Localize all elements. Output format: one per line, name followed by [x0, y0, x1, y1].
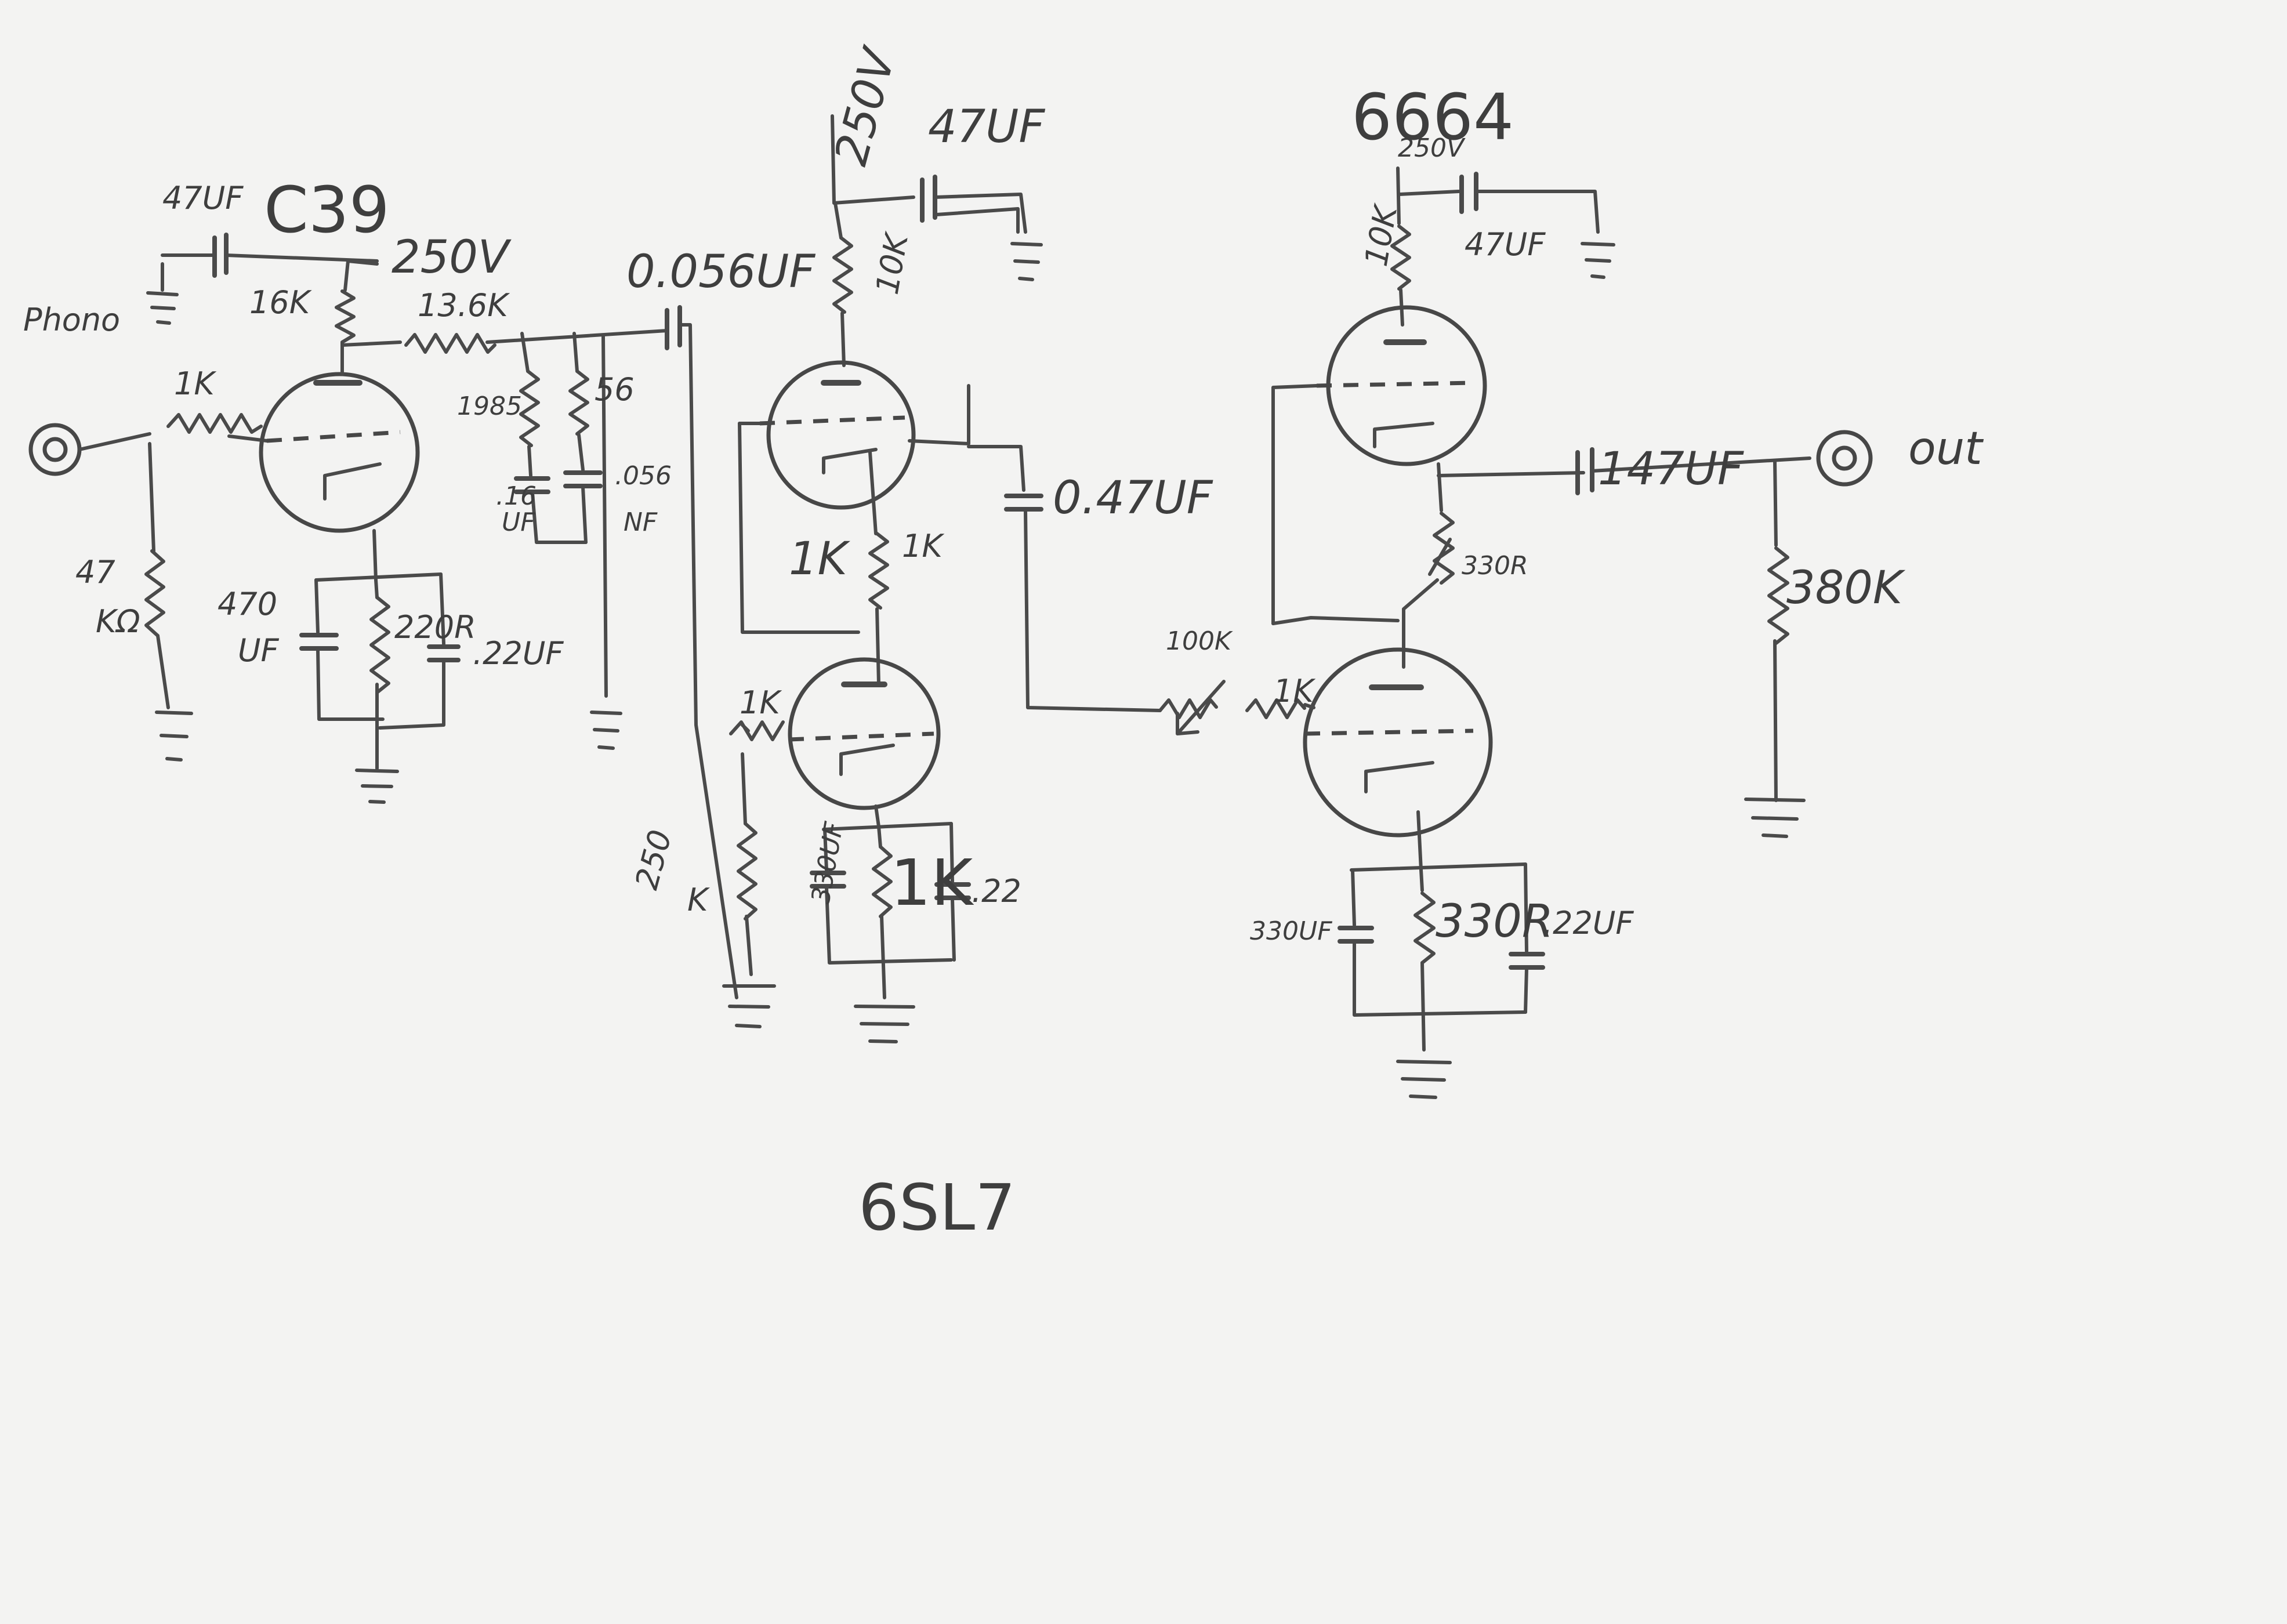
- resistor-1k-c: [872, 845, 893, 918]
- label-016-uf: UF: [502, 507, 535, 537]
- label-47uf-2: 47UF: [928, 101, 1045, 153]
- label-470: 470: [218, 586, 277, 622]
- resistor-16k: [335, 289, 356, 344]
- label-0-47uf: 0.47UF: [1053, 472, 1213, 524]
- capacitor-47uf-3: [1459, 172, 1478, 214]
- label-016: .16: [496, 481, 537, 511]
- capacitor-147uf: [1575, 447, 1594, 495]
- ground-symbol-7: [1396, 1060, 1452, 1099]
- label-1k-c: 1K: [890, 846, 974, 920]
- label-6sl7: 6SL7: [858, 1170, 1016, 1245]
- ground-symbol-6: [1744, 798, 1806, 838]
- resistor-220r: [369, 596, 390, 694]
- resistor-1k-input: [166, 413, 263, 434]
- ground-symbol-3: [590, 710, 622, 750]
- label-10k-1: 10K: [869, 229, 916, 297]
- label-250k-k: K: [687, 882, 710, 918]
- capacitor-330uf-2: [1338, 926, 1374, 944]
- capacitor-330uf-1: [810, 871, 846, 889]
- capacitor-470uf: [299, 633, 339, 651]
- resistor-1k-a: [868, 532, 889, 610]
- label-c39: C39: [264, 173, 390, 247]
- label-6664: 6664: [1351, 80, 1514, 154]
- label-022uf-3: .22UF: [1543, 905, 1634, 941]
- label-1k-b: 1K: [902, 528, 944, 564]
- tube-6sl7-upper: [759, 360, 916, 510]
- resistor-10k-1: [832, 236, 853, 314]
- tube-6664-upper: [1316, 305, 1487, 466]
- resistor-380k: [1767, 546, 1789, 645]
- label-13-6k: 13.6K: [418, 287, 510, 324]
- tube-6664-lower: [1303, 647, 1493, 838]
- ground-symbol-1: [155, 710, 193, 762]
- resistor-13-6k: [404, 333, 496, 354]
- label-100k: 100K: [1166, 626, 1233, 656]
- label-250: 250: [628, 826, 679, 893]
- ground-symbol-top-2: [1010, 242, 1043, 281]
- label-1k-2: 1K: [1273, 673, 1315, 709]
- label-kohm: KΩ: [96, 603, 140, 640]
- resistor-330r-top: [1433, 512, 1455, 585]
- resistor-1k-2: [1245, 698, 1306, 719]
- label-220r: 220R: [394, 609, 476, 646]
- label-250v-2: 250V: [825, 41, 906, 171]
- label-1k-input: 1K: [174, 365, 216, 402]
- ground-symbol-4: [722, 984, 776, 1028]
- ground-symbol-2: [355, 735, 399, 804]
- input-jack: [28, 423, 82, 476]
- label-56: 56: [595, 371, 635, 408]
- resistor-250k: [737, 822, 757, 920]
- resistor-100k: [1158, 698, 1218, 719]
- label-330uf-1: 330UF: [806, 820, 849, 906]
- label-47uf-3: 47UF: [1465, 226, 1546, 263]
- label-330uf-2: 330UF: [1250, 916, 1332, 946]
- ground-symbol-5: [854, 1005, 915, 1043]
- capacitor-047uf: [1004, 494, 1043, 512]
- capacitor-0056nf: [563, 470, 603, 488]
- resistor-56: [568, 369, 589, 436]
- label-250v-1: 250V: [392, 231, 512, 284]
- label-147uf: 147UF: [1598, 443, 1744, 495]
- label-022uf-1: .22UF: [473, 635, 564, 672]
- resistor-10k-2: [1390, 224, 1411, 291]
- resistor-47k: [144, 549, 165, 637]
- label-330r-bot: 330R: [1436, 896, 1553, 948]
- tube-c39: [259, 372, 420, 533]
- capacitor-022uf-3: [1509, 952, 1545, 970]
- label-330r-top: 330R: [1462, 551, 1528, 581]
- label-1k-a: 1K: [789, 533, 851, 585]
- label-16k: 16K: [249, 284, 312, 321]
- tube-6sl7-lower: [788, 657, 941, 810]
- label-0-056uf: 0.056UF: [626, 246, 816, 298]
- label-0056-nf: NF: [624, 507, 658, 537]
- resistor-330r-bot: [1413, 891, 1436, 965]
- label-1985: 1985: [457, 392, 522, 421]
- label-47uf-1: 47UF: [162, 180, 244, 216]
- label-250v-3: 250V: [1398, 133, 1466, 163]
- label-380k: 380K: [1786, 562, 1906, 614]
- capacitor-022uf-1: [427, 644, 461, 662]
- label-1k-grid: 1K: [740, 684, 782, 721]
- capacitor-0056uf: [665, 305, 682, 350]
- label-0056: .056: [615, 461, 672, 491]
- label-10k-2: 10K: [1358, 201, 1405, 269]
- resistor-1k-grid: [729, 720, 785, 741]
- output-jack: [1816, 430, 1873, 487]
- label-470-uf: UF: [238, 632, 280, 669]
- resistor-1985: [519, 369, 540, 447]
- label-022-2: .22: [972, 873, 1021, 909]
- label-out: out: [1908, 423, 1984, 475]
- label-47: 47: [75, 554, 115, 590]
- capacitor-47uf-2: [920, 175, 937, 223]
- ground-symbol-top-1: [146, 291, 179, 325]
- label-phono: Phono: [23, 302, 120, 338]
- ground-symbol-top-3: [1581, 242, 1615, 279]
